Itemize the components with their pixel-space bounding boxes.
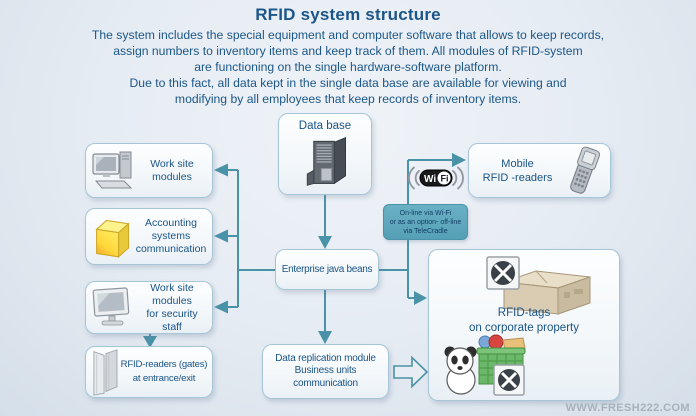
yellow-cube-icon xyxy=(90,215,134,259)
arrowhead-left-icon xyxy=(214,229,228,243)
intro-line: assign numbers to inventory items and ke… xyxy=(113,44,583,58)
node-mobile-rfid-readers: Mobile RFID -readers xyxy=(468,143,611,198)
desktop-computer-icon xyxy=(90,149,136,193)
wifi-wi-text: Wi xyxy=(424,174,436,185)
node-label: Data base xyxy=(298,120,352,132)
hollow-arrow-replication-tags xyxy=(393,355,429,389)
wifi-logo-icon: Wi Fi xyxy=(405,158,467,203)
node-label: Mobile RFID -readers xyxy=(482,157,553,184)
node-rfid-tags-property: RFID-tags on corporate property xyxy=(428,249,620,401)
node-rfid-gate-readers: RFID-readers (gates) at entrance/exit xyxy=(85,346,213,398)
rfid-tag-icon xyxy=(486,256,520,290)
gate-panels-icon xyxy=(90,348,120,396)
node-work-site-modules: Work site modules xyxy=(85,143,213,198)
monitor-icon xyxy=(90,286,136,329)
arrowhead-down-icon xyxy=(143,336,157,348)
node-data-replication: Data replication module Business units c… xyxy=(262,344,389,399)
intro-text: The system includes the special equipmen… xyxy=(0,27,696,107)
edge-ejb-left-trunk xyxy=(228,169,275,308)
parcel-box-icon xyxy=(484,254,596,323)
node-label: Enterprise java beans xyxy=(281,264,373,275)
wifi-fi-text: Fi xyxy=(441,174,449,184)
arrowhead-left-icon xyxy=(214,163,228,177)
intro-line: The system includes the special equipmen… xyxy=(91,28,605,42)
panda-toy-basket-icon xyxy=(441,330,537,403)
node-work-site-security: Work site modules for security staff xyxy=(85,281,213,334)
arrowhead-right-icon xyxy=(452,153,466,167)
node-label: Work site modules for security staff xyxy=(146,281,198,333)
node-label: Accounting systems communication xyxy=(135,217,207,255)
arrowhead-down-icon xyxy=(318,331,332,344)
server-icon xyxy=(297,133,353,189)
intro-line: modifying by all employees that keep rec… xyxy=(174,92,522,106)
arrowheads xyxy=(143,153,466,348)
arrowhead-right-icon xyxy=(414,291,427,305)
handheld-reader-icon xyxy=(562,145,606,197)
rfid-tag-icon xyxy=(493,364,525,396)
node-label: Work site modules xyxy=(150,157,194,183)
node-label: RFID-tags on corporate property xyxy=(469,307,579,334)
connection-note: On-line via Wi-Fi or as an option- off-l… xyxy=(383,204,468,240)
node-database: Data base xyxy=(278,113,372,195)
arrowhead-left-icon xyxy=(214,300,228,314)
node-label: Data replication module Business units c… xyxy=(275,352,376,389)
page-title: RFID system structure xyxy=(255,5,441,24)
intro-line: Due to this fact, all data kept in the s… xyxy=(129,76,567,90)
node-accounting-systems: Accounting systems communication xyxy=(85,208,213,265)
node-label: RFID-readers (gates) at entrance/exit xyxy=(120,359,208,384)
watermark: WWW.FRESH222.COM xyxy=(565,402,690,414)
arrowhead-down-icon xyxy=(318,236,332,249)
edge-ejb-tags xyxy=(407,270,415,299)
node-enterprise-java-beans: Enterprise java beans xyxy=(275,249,379,290)
intro-line: are functioning on the single hardware-s… xyxy=(194,60,502,74)
